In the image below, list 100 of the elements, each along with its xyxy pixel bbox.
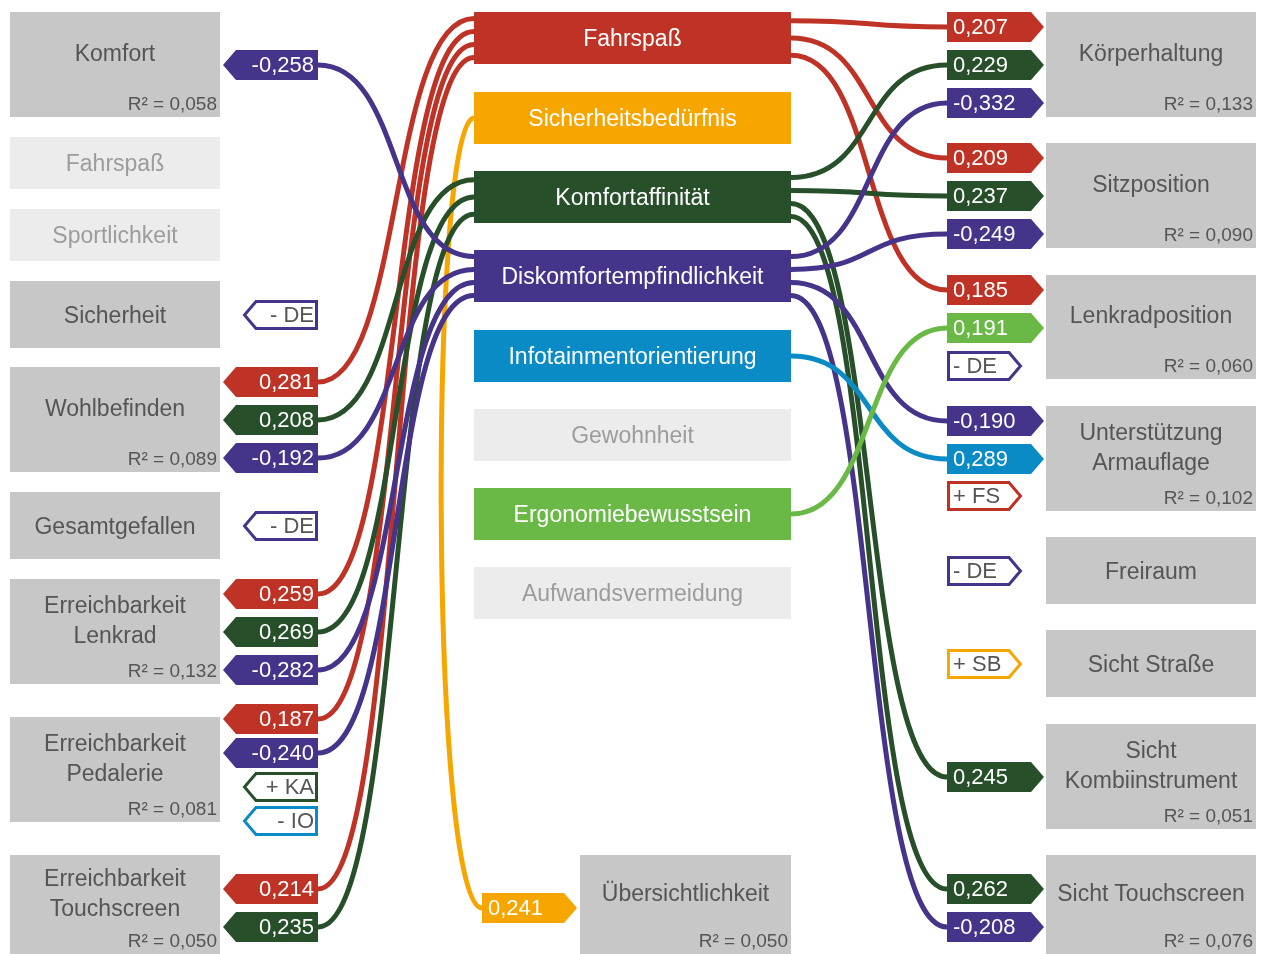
connector-line [791, 18, 947, 30]
r-squared-label: R² = 0,102 [1163, 487, 1254, 510]
hint-tag: - DE [242, 300, 318, 330]
box-label: Körperhaltung [1078, 38, 1224, 68]
box-label: Sicht Straße [1087, 649, 1215, 679]
value-tag: 0,259 [222, 579, 318, 609]
hint-tag: - DE [947, 556, 1023, 586]
connector-line [790, 353, 948, 462]
value-tag: 0,191 [947, 313, 1045, 343]
hint-tag: - DE [947, 351, 1023, 381]
hint-tag: + FS [947, 481, 1023, 511]
factor-box: Sicherheitsbedürfnis [474, 92, 791, 144]
outcome-box [580, 855, 791, 954]
connector-line [790, 325, 948, 517]
connector-line [790, 231, 948, 272]
value-tag: -0,332 [947, 88, 1045, 118]
value-tag: 0,214 [222, 874, 318, 904]
connector-line [317, 194, 475, 635]
outcome-box [1046, 275, 1256, 379]
value-tag: 0,235 [222, 912, 318, 942]
box-label: Erreichbarkeit Touchscreen [43, 863, 187, 923]
r-squared-label: R² = 0,060 [1163, 355, 1254, 378]
outcome-box [1046, 724, 1256, 829]
factor-box: Infotainmentorientierung [474, 330, 791, 382]
connector-line [791, 188, 947, 199]
r-squared-label: R² = 0,089 [127, 448, 218, 471]
value-tag: 0,229 [947, 50, 1045, 80]
value-tag: 0,269 [222, 617, 318, 647]
r-squared-label: R² = 0,133 [1163, 93, 1254, 116]
connector-line [790, 280, 948, 424]
outcome-box [1046, 406, 1256, 511]
r-squared-label: R² = 0,050 [698, 930, 789, 953]
hint-tag: - DE [242, 511, 318, 541]
outcome-box [1046, 630, 1256, 697]
value-tag: 0,209 [947, 143, 1045, 173]
outcome-box [10, 281, 220, 348]
r-squared-label: R² = 0,051 [1163, 805, 1254, 828]
value-tag: 0,281 [222, 367, 318, 397]
outcome-box [1046, 855, 1256, 954]
hint-tag: + KA [242, 772, 318, 802]
outcome-box [10, 367, 220, 472]
connector-line [790, 100, 948, 259]
box-label: Sicherheit [63, 300, 167, 330]
connector-line [790, 35, 948, 161]
connector-line [317, 62, 475, 259]
factor-box: Gewohnheit [474, 409, 791, 461]
factor-box: Fahrspaß [474, 12, 791, 64]
connector-line [790, 62, 948, 180]
outcome-box [1046, 143, 1256, 248]
r-squared-label: R² = 0,058 [127, 93, 218, 116]
value-tag: 0,241 [482, 893, 578, 923]
value-tag: 0,245 [947, 762, 1045, 792]
value-tag: 0,185 [947, 275, 1045, 305]
outcome-box [10, 855, 220, 954]
factor-box: Komfortaffinität [474, 171, 791, 223]
value-tag: 0,208 [222, 405, 318, 435]
box-label: Erreichbarkeit Lenkrad [43, 590, 187, 650]
box-label: Gesamtgefallen [34, 511, 196, 541]
box-label: Komfort [74, 38, 156, 68]
r-squared-label: R² = 0,081 [127, 798, 218, 821]
box-label: Sicht Touchscreen [1057, 878, 1245, 908]
value-tag: -0,258 [222, 50, 318, 80]
connector-line [438, 116, 484, 910]
r-squared-label: R² = 0,050 [127, 930, 218, 953]
box-label: Sitzposition [1092, 169, 1210, 199]
value-tag: -0,208 [947, 912, 1045, 942]
value-tag: -0,192 [222, 443, 318, 473]
value-tag: -0,249 [947, 219, 1045, 249]
factor-box: Ergonomiebewusstsein [474, 488, 791, 540]
value-tag: 0,237 [947, 181, 1045, 211]
box-label: Sicht Kombiinstrument [1063, 735, 1239, 795]
connector-line [790, 52, 948, 293]
box-label: Übersichtlichkeit [601, 878, 770, 908]
box-label: Unterstützung Armauflage [1078, 417, 1224, 477]
hint-tag: + SB [947, 649, 1023, 679]
outcome-box [1046, 12, 1256, 117]
hint-tag: - IO [242, 806, 318, 836]
value-tag: 0,289 [947, 444, 1045, 474]
box-label: Lenkradposition [1069, 301, 1233, 330]
box-label: Fahrspaß [65, 149, 165, 178]
box-label: Freiraum [1105, 556, 1197, 586]
connector-line [317, 16, 475, 385]
box-label: Erreichbarkeit Pedalerie [43, 728, 187, 788]
value-tag: 0,207 [947, 12, 1045, 42]
connector-line [317, 280, 475, 673]
connector-line [317, 177, 475, 423]
box-label: Sportlichkeit [52, 221, 178, 250]
outcome-box [1046, 537, 1256, 604]
factor-box: Diskomfortempfindlichkeit [474, 250, 791, 302]
r-squared-label: R² = 0,132 [127, 660, 218, 683]
r-squared-label: R² = 0,090 [1163, 224, 1254, 247]
connector-line [317, 267, 475, 461]
outcome-box [10, 492, 220, 559]
r-squared-label: R² = 0,076 [1163, 930, 1254, 953]
box-label: Wohlbefinden [44, 393, 186, 423]
value-tag: -0,282 [222, 655, 318, 685]
outcome-box [10, 579, 220, 684]
value-tag: -0,240 [222, 738, 318, 768]
value-tag: 0,187 [222, 704, 318, 734]
factor-box: Aufwandsvermeidung [474, 567, 791, 619]
